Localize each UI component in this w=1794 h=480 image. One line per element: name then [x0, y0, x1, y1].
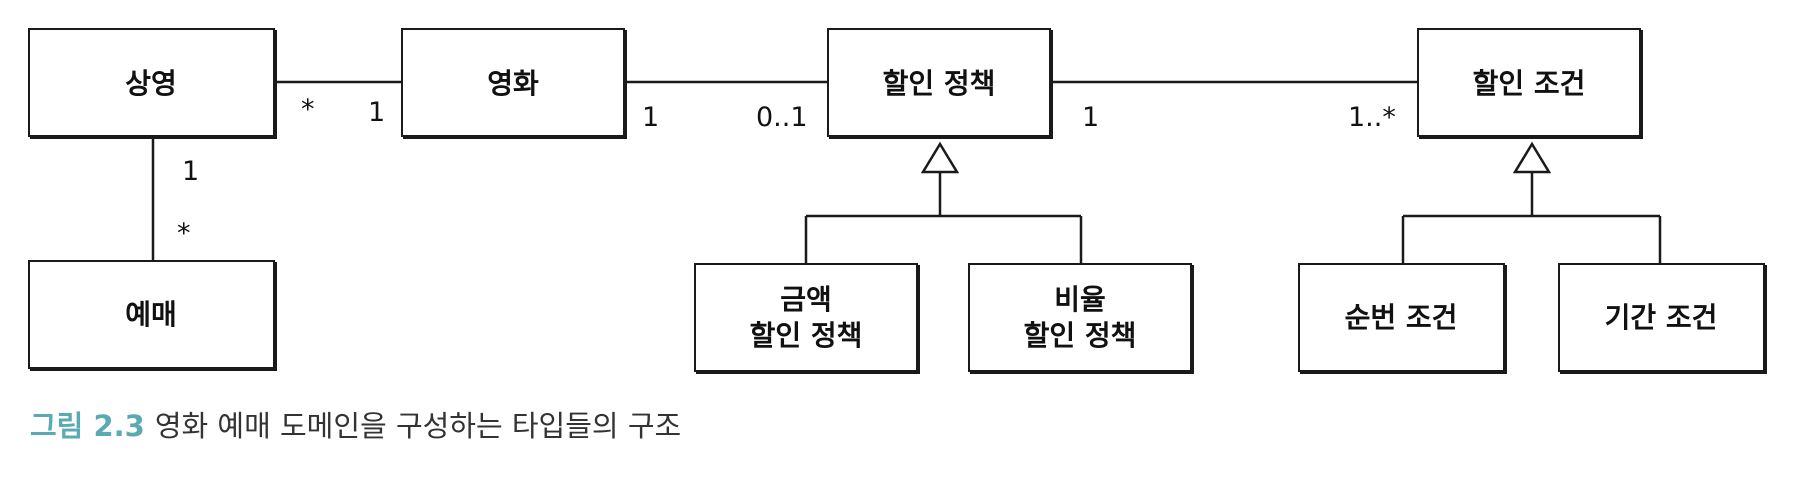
figure-caption: 그림 2.3 영화 예매 도메인을 구성하는 타입들의 구조 — [30, 403, 681, 445]
class-name: 상영 — [125, 67, 177, 100]
class-name: 예매 — [125, 298, 177, 331]
multiplicity-label: 0..1 — [756, 102, 808, 133]
multiplicity-label: 1..* — [1348, 102, 1396, 133]
class-box-screening: 상영 — [28, 28, 277, 139]
class-box-discount-policy: 할인 정책 — [827, 28, 1053, 139]
class-box-sequence-condition: 순번 조건 — [1298, 263, 1507, 374]
class-box-movie: 영화 — [401, 28, 627, 139]
multiplicity-label: 1 — [1082, 102, 1099, 133]
class-name: 기간 조건 — [1605, 301, 1718, 334]
class-name: 할인 정책 — [883, 67, 996, 100]
multiplicity-label: 1 — [642, 102, 659, 133]
class-box-amount-discount-policy: 금액 할인 정책 — [694, 263, 920, 374]
inheritance-arrow-icon — [1512, 141, 1552, 174]
class-box-discount-condition: 할인 조건 — [1417, 28, 1643, 139]
multiplicity-label: * — [301, 94, 315, 125]
class-name-line2: 할인 정책 — [750, 319, 863, 352]
class-name: 영화 — [487, 67, 539, 100]
class-name-line1: 비율 — [1054, 283, 1106, 316]
generalization-discount-policy — [804, 141, 1083, 264]
class-name-line1: 금액 — [780, 283, 832, 316]
caption-text: 영화 예매 도메인을 구성하는 타입들의 구조 — [154, 409, 682, 443]
multiplicity-label: 1 — [368, 97, 385, 128]
class-box-period-condition: 기간 조건 — [1558, 263, 1767, 374]
figure-number: 그림 2.3 — [30, 409, 145, 443]
class-box-percent-discount-policy: 비율 할인 정책 — [968, 263, 1194, 374]
inheritance-arrow-icon — [920, 141, 960, 174]
multiplicity-label: 1 — [182, 156, 199, 187]
domain-class-diagram: 상영 영화 할인 정책 할인 조건 예매 금액 할인 정책 비율 할인 정책 순… — [28, 28, 1767, 374]
class-name-line2: 할인 정책 — [1024, 319, 1137, 352]
class-box-reservation: 예매 — [28, 260, 277, 371]
class-name: 할인 조건 — [1473, 67, 1586, 100]
multiplicity-label: * — [177, 218, 191, 249]
class-name: 순번 조건 — [1345, 301, 1458, 334]
generalization-discount-condition — [1401, 141, 1662, 264]
